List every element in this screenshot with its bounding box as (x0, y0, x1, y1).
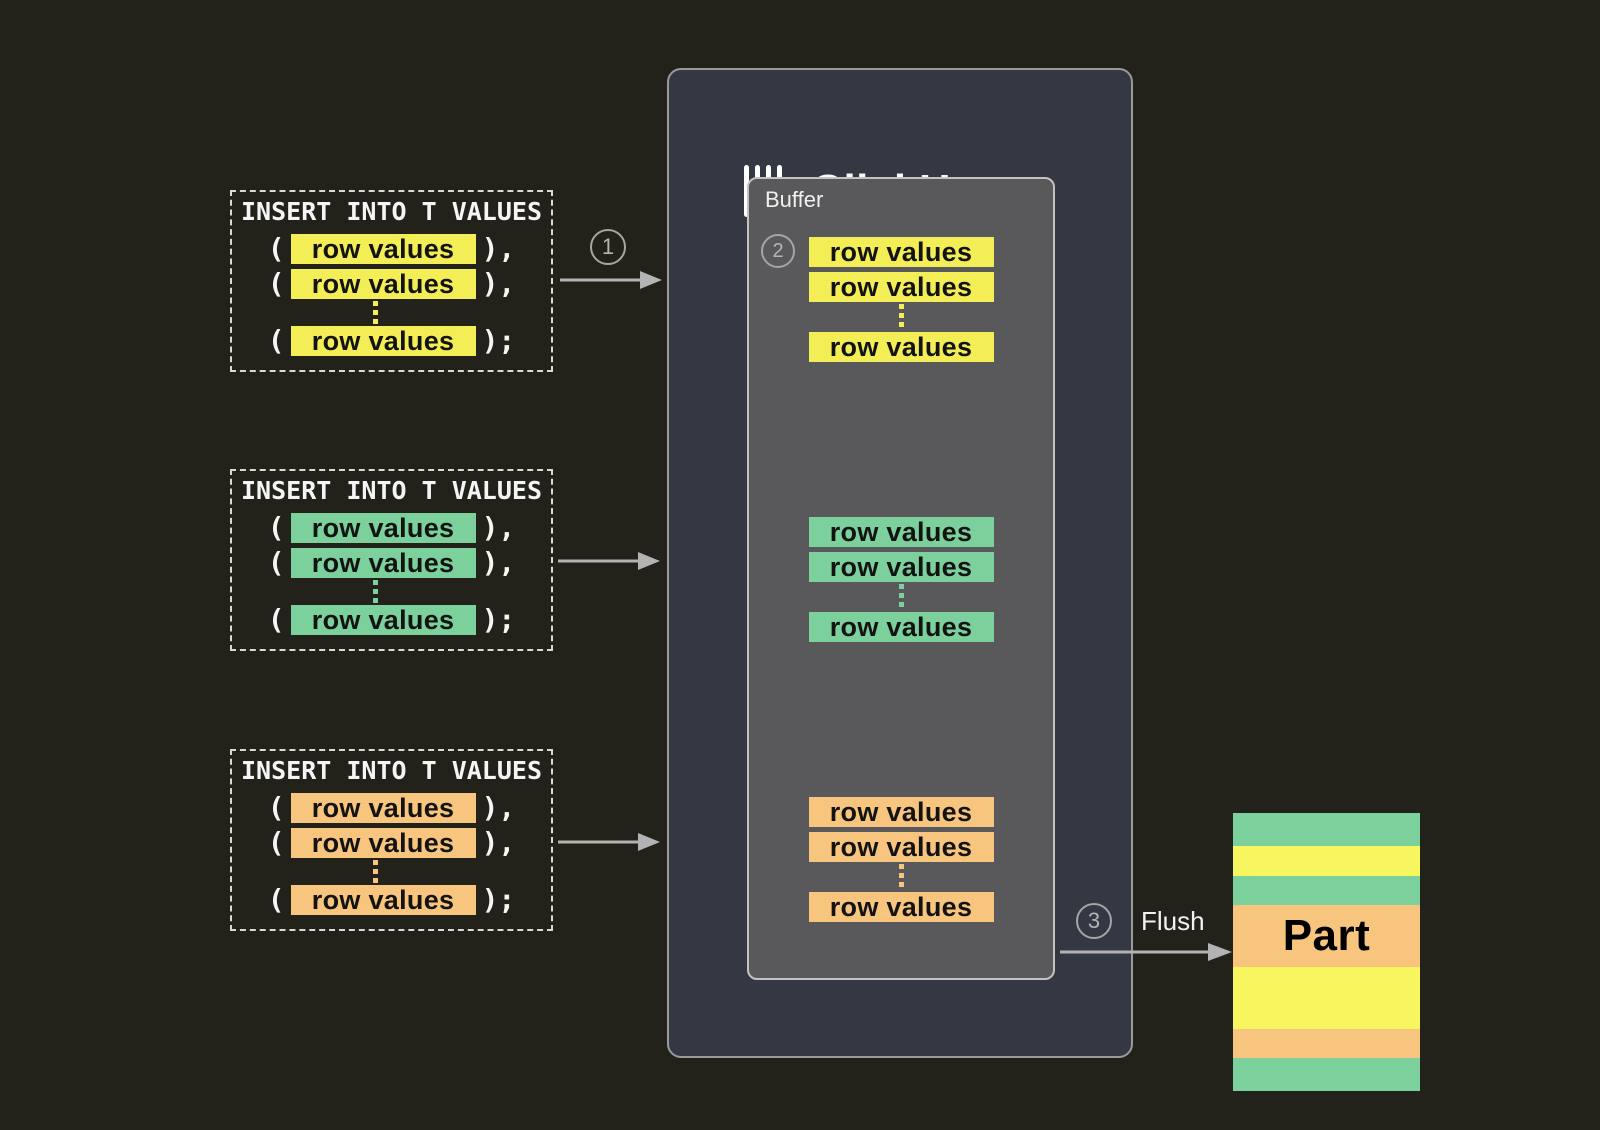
part-stripe (1233, 1058, 1420, 1091)
buffer-row: row values (808, 517, 994, 547)
ellipsis-dots (373, 301, 378, 325)
part-label: Part (1282, 911, 1371, 960)
insert-arrow-2 (558, 552, 660, 570)
close-paren-comma: ), (481, 232, 516, 265)
code-line: ( row values ), (267, 546, 516, 579)
code-line: ( row values ); (267, 324, 516, 357)
insert-arrow-1 (560, 271, 662, 289)
code-line: ( row values ), (267, 791, 516, 824)
ellipsis-dots (373, 580, 378, 604)
open-paren: ( (267, 546, 285, 579)
open-paren: ( (267, 511, 285, 544)
open-paren: ( (267, 826, 285, 859)
row-values-pill: row values (290, 326, 476, 356)
part-box: Part (1233, 813, 1420, 1091)
ellipsis-dots (898, 304, 904, 328)
row-values-pill: row values (290, 548, 476, 578)
clickhouse-server-panel: ClickHouse Buffer 2 row values row value… (667, 68, 1133, 1058)
open-paren: ( (267, 603, 285, 636)
close-paren-comma: ), (481, 267, 516, 300)
buffer-row: row values (808, 552, 994, 582)
open-paren: ( (267, 324, 285, 357)
buffer-row: row values (808, 272, 994, 302)
buffer-row: row values (808, 797, 994, 827)
code-line: ( row values ), (267, 826, 516, 859)
close-paren-semicolon: ); (481, 883, 516, 916)
buffer-label: Buffer (765, 187, 824, 212)
code-line: ( row values ), (267, 511, 516, 544)
close-paren-comma: ), (481, 791, 516, 824)
insert-header: INSERT INTO T VALUES (240, 197, 543, 226)
row-values-pill: row values (290, 234, 476, 264)
code-line: ( row values ); (267, 603, 516, 636)
close-paren-comma: ), (481, 546, 516, 579)
step-number: 2 (772, 239, 784, 262)
buffer-group-orange: row values row values row values (749, 797, 1053, 927)
close-paren-semicolon: ); (481, 324, 516, 357)
step-number: 1 (601, 234, 615, 259)
part-stripe (1233, 846, 1420, 876)
part-stripe (1233, 813, 1420, 846)
close-paren-comma: ), (481, 826, 516, 859)
buffer-group-yellow: row values row values row values (749, 237, 1053, 367)
row-values-pill: row values (290, 605, 476, 635)
ellipsis-dots (898, 584, 904, 608)
row-values-pill: row values (290, 269, 476, 299)
flush-arrow (1060, 943, 1232, 961)
flush-label: Flush (1141, 906, 1205, 936)
insert-arrow-3 (558, 833, 660, 851)
open-paren: ( (267, 791, 285, 824)
buffer-box: Buffer 2 row values row values row value… (747, 177, 1055, 980)
buffer-row: row values (808, 332, 994, 362)
buffer-group-green: row values row values row values (749, 517, 1053, 647)
row-values-pill: row values (290, 513, 476, 543)
insert-header: INSERT INTO T VALUES (240, 476, 543, 505)
step-1-badge: 1 (590, 229, 626, 265)
step-number: 3 (1087, 908, 1101, 933)
insert-statement-box-2: INSERT INTO T VALUES ( row values ), ( r… (230, 469, 553, 651)
ellipsis-dots (373, 860, 378, 884)
part-stripe (1233, 876, 1420, 905)
code-line: ( row values ), (267, 267, 516, 300)
row-values-pill: row values (290, 793, 476, 823)
open-paren: ( (267, 232, 285, 265)
ellipsis-dots (898, 864, 904, 888)
buffer-row: row values (808, 892, 994, 922)
row-values-pill: row values (290, 828, 476, 858)
part-stripe (1233, 967, 1420, 1029)
buffer-row: row values (808, 832, 994, 862)
part-stripe (1233, 1029, 1420, 1058)
open-paren: ( (267, 883, 285, 916)
code-line: ( row values ), (267, 232, 516, 265)
insert-statement-box-1: INSERT INTO T VALUES ( row values ), ( r… (230, 190, 553, 372)
close-paren-semicolon: ); (481, 603, 516, 636)
open-paren: ( (267, 267, 285, 300)
buffer-row: row values (808, 612, 994, 642)
step-2-badge: 2 (761, 234, 795, 268)
buffer-row: row values (808, 237, 994, 267)
row-values-pill: row values (290, 885, 476, 915)
insert-header: INSERT INTO T VALUES (240, 756, 543, 785)
close-paren-comma: ), (481, 511, 516, 544)
step-3-badge: 3 (1076, 903, 1112, 939)
insert-statement-box-3: INSERT INTO T VALUES ( row values ), ( r… (230, 749, 553, 931)
code-line: ( row values ); (267, 883, 516, 916)
part-stripe: Part (1233, 905, 1420, 967)
